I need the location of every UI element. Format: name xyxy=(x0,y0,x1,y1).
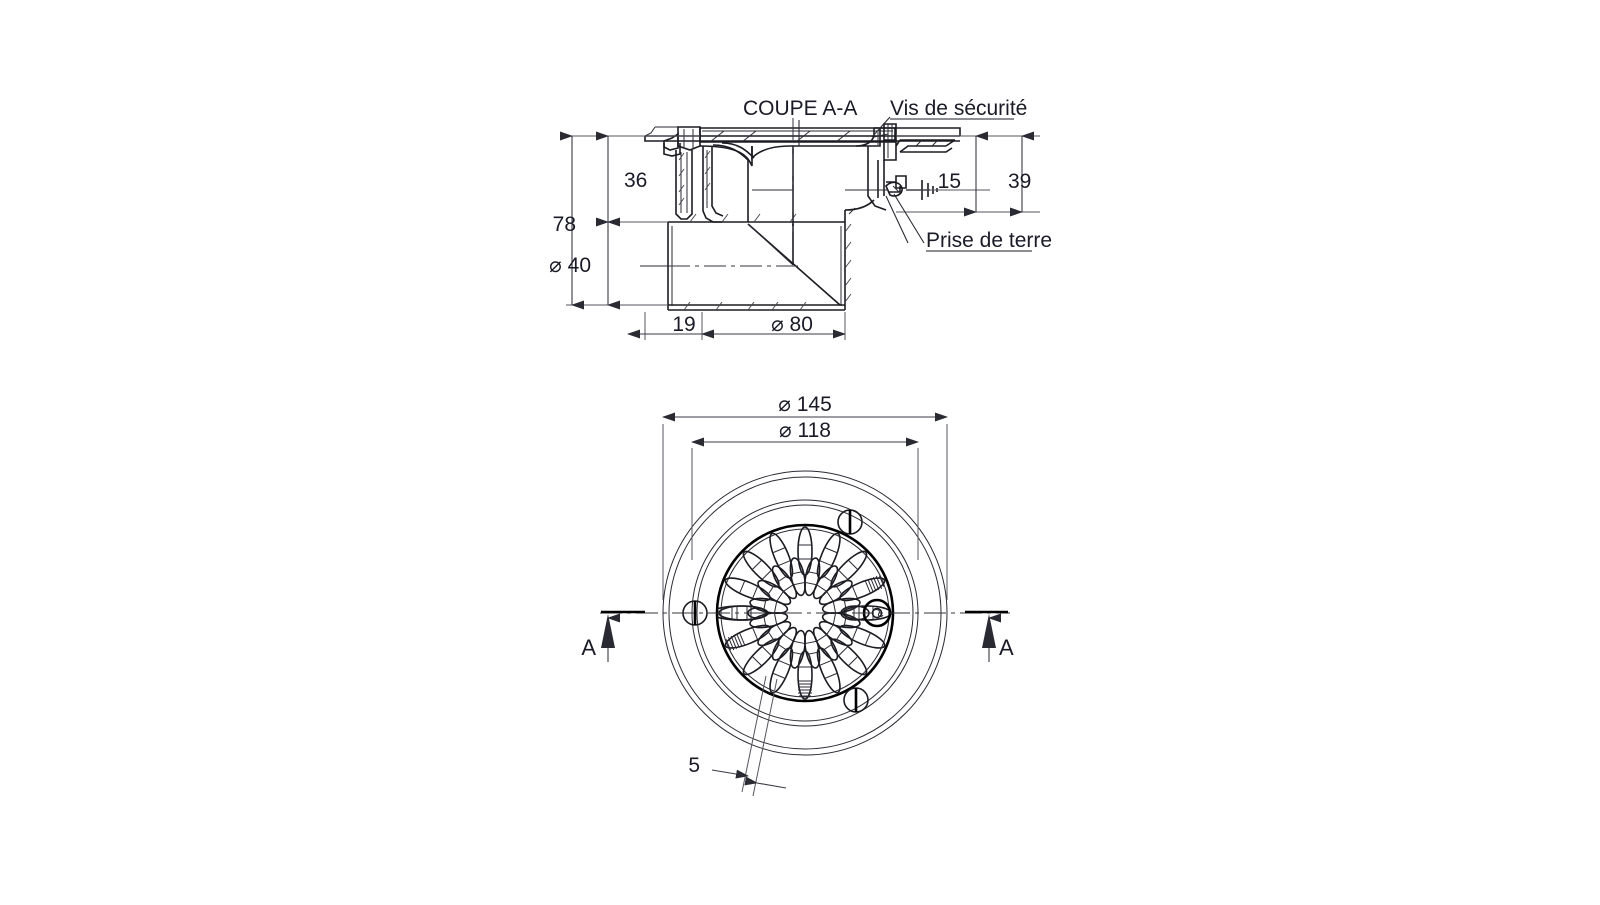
screw-top-right xyxy=(837,509,863,535)
section-dimensions-left: 78 36 ⌀ 40 xyxy=(549,131,700,310)
section-dimensions-bottom: 19 ⌀ 80 xyxy=(627,312,846,340)
section-dimensions-right: 15 39 xyxy=(896,131,1040,217)
section-letter-left: A xyxy=(581,635,596,660)
section-labels: COUPE A-A Vis de sécurité Prise de terre xyxy=(743,97,1052,252)
dim-39: 39 xyxy=(1008,170,1031,193)
grate-slots-outer xyxy=(718,526,892,700)
plan-view: ⌀ 145 ⌀ 118 A A 5 xyxy=(581,393,1014,797)
label-vis-de-securite: Vis de sécurité xyxy=(890,97,1027,120)
flange-step2-circle xyxy=(696,504,914,722)
dim-36: 36 xyxy=(624,169,647,192)
label-prise-de-terre: Prise de terre xyxy=(926,229,1052,252)
section-geometry xyxy=(644,118,961,311)
dim-15: 15 xyxy=(938,170,961,193)
dim-19: 19 xyxy=(672,313,695,336)
dim-5: 5 xyxy=(688,754,700,777)
dim-diam-145: ⌀ 145 xyxy=(778,393,832,416)
section-letter-right: A xyxy=(999,635,1014,660)
dim-78: 78 xyxy=(553,213,576,236)
plan-dimension-slot-width: 5 xyxy=(688,675,787,797)
grate-slots-middle xyxy=(749,557,861,669)
section-mark-right: A xyxy=(965,610,1014,662)
screw-bottom-right xyxy=(843,687,869,713)
dim-diam-40: ⌀ 40 xyxy=(549,254,591,277)
plan-dimensions-top: ⌀ 145 ⌀ 118 xyxy=(662,393,948,600)
label-coupe-aa: COUPE A-A xyxy=(743,97,857,120)
dim-diam-118: ⌀ 118 xyxy=(779,419,831,442)
section-view: 78 36 ⌀ 40 15 39 xyxy=(549,97,1052,340)
section-mark-left: A xyxy=(581,610,645,662)
dim-diam-80: ⌀ 80 xyxy=(771,313,813,336)
